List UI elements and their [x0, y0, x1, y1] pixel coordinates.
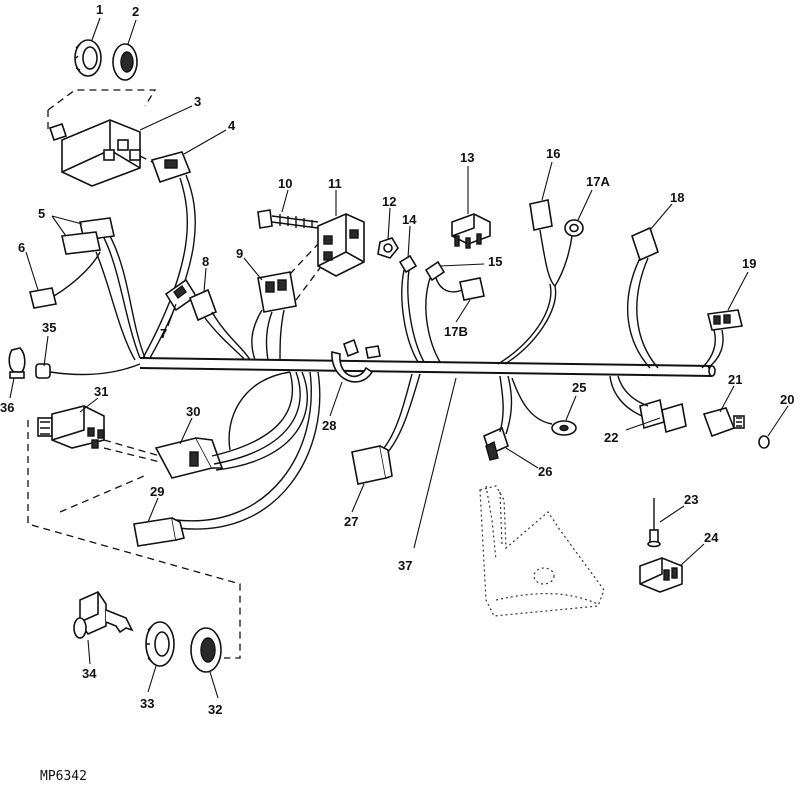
lock-washer-part-2	[112, 43, 138, 81]
switch-part-3	[47, 110, 141, 187]
callout-24: 24	[704, 530, 719, 545]
callout-2: 2	[132, 4, 139, 19]
assembly-dashline-4	[103, 439, 161, 463]
assembly-dashline-1	[47, 89, 157, 111]
connector-part-6	[29, 251, 101, 309]
switch-part-24	[639, 557, 683, 593]
callout-17b: 17B	[444, 324, 468, 339]
relay-part-13	[451, 213, 491, 249]
callout-27: 27	[344, 514, 358, 529]
nut-part-33	[145, 621, 175, 667]
clamp-part-28	[331, 338, 381, 383]
callout-10: 10	[278, 176, 292, 191]
callout-22: 22	[604, 430, 618, 445]
callout-12: 12	[382, 194, 396, 209]
connector-part-30	[154, 437, 224, 479]
nut-part-12	[377, 237, 399, 259]
terminal-block-part-11	[317, 213, 365, 277]
callout-3: 3	[194, 94, 201, 109]
mounting-plate-outline	[479, 485, 605, 617]
callout-32: 32	[208, 702, 222, 717]
harness-loop-wires	[175, 371, 321, 530]
assembly-dashline-3	[59, 475, 145, 513]
callout-20: 20	[780, 392, 794, 407]
callout-13: 13	[460, 150, 474, 165]
callout-25: 25	[572, 380, 586, 395]
connector-part-9	[251, 243, 321, 361]
callout-33: 33	[140, 696, 154, 711]
callout-30: 30	[186, 404, 200, 419]
grommet-part-25	[511, 377, 577, 436]
callout-28: 28	[322, 418, 336, 433]
key-part-34	[73, 590, 134, 639]
callout-5: 5	[38, 206, 45, 221]
leader-lines	[9, 17, 789, 699]
callout-labels: 1 2 3 4 5 6 7 8 9 10 11 12 14 13 15 16 1…	[0, 2, 794, 717]
callout-35: 35	[42, 320, 56, 335]
grommet-part-17a	[564, 219, 584, 237]
assembly-dashline-2	[27, 420, 241, 659]
rivet-part-23	[647, 498, 661, 548]
bolt-part-10	[257, 209, 319, 229]
socket-part-35	[35, 363, 141, 379]
callout-11: 11	[328, 176, 342, 191]
callout-17a: 17A	[586, 174, 610, 189]
callout-37: 37	[398, 558, 412, 573]
callout-18: 18	[670, 190, 684, 205]
connector-part-8	[188, 288, 251, 361]
callout-31: 31	[94, 384, 108, 399]
callout-23: 23	[684, 492, 698, 507]
figure-code: MP6342	[40, 769, 87, 784]
connector-part-27	[351, 373, 421, 485]
callout-6: 6	[18, 240, 25, 255]
callout-7: 7	[160, 326, 167, 341]
callout-21: 21	[728, 372, 742, 387]
switch-part-31	[37, 405, 105, 449]
callout-13: 14	[402, 212, 417, 227]
callout-15: 15	[488, 254, 502, 269]
main-harness-trunk	[139, 357, 716, 377]
connector-part-22	[609, 375, 687, 434]
sensor-part-21	[702, 407, 745, 438]
callout-9: 9	[236, 246, 243, 261]
connector-part-17b	[459, 277, 485, 301]
nut-part-32	[190, 627, 222, 673]
terminal-part-14	[398, 254, 425, 363]
callout-8: 8	[202, 254, 209, 269]
leader-37	[413, 377, 457, 549]
connector-part-4	[139, 151, 196, 359]
connector-part-26	[483, 375, 513, 461]
callout-29: 29	[150, 484, 164, 499]
connector-part-19	[701, 309, 743, 369]
callout-36: 36	[0, 400, 14, 415]
callout-1: 1	[96, 2, 103, 17]
branch-wires-16	[497, 235, 573, 365]
connector-part-7	[164, 278, 198, 312]
connector-part-29	[133, 517, 185, 547]
callout-4: 4	[228, 118, 236, 133]
nut-part-1	[74, 39, 102, 77]
o-ring-part-20	[758, 435, 770, 449]
callout-34: 34	[82, 666, 97, 681]
callout-19: 19	[742, 256, 756, 271]
connector-part-18	[626, 226, 659, 369]
connector-part-16	[529, 199, 556, 287]
bulb-part-36	[8, 347, 26, 379]
callout-16: 16	[546, 146, 560, 161]
connector-part-5	[61, 217, 146, 361]
terminal-part-15	[424, 260, 463, 363]
callout-26: 26	[538, 464, 552, 479]
